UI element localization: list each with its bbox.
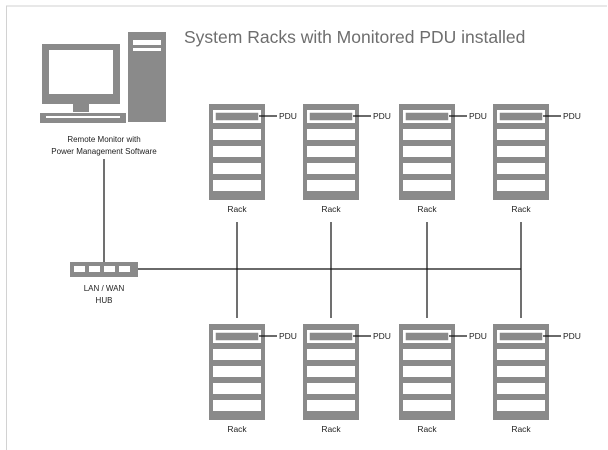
server-slot <box>307 383 355 394</box>
rack-bottom-2: PDU Rack <box>303 324 391 434</box>
hub-label-line2: HUB <box>96 296 113 305</box>
diagram-frame <box>6 5 607 450</box>
server-slot <box>213 180 261 191</box>
pdu-unit <box>404 111 450 122</box>
rack-top-2: PDU Rack <box>303 104 391 214</box>
rack-bottom-4: PDU Rack <box>493 324 581 434</box>
rack-row-top: PDU Rack PDU Rack PDU Rack PDU Rack <box>209 104 581 214</box>
server-slot <box>307 349 355 360</box>
pdu-label: PDU <box>279 111 297 121</box>
rack-bottom-3: PDU Rack <box>399 324 487 434</box>
pdu-label: PDU <box>279 331 297 341</box>
server-slot <box>213 163 261 174</box>
rack-label: Rack <box>417 424 437 434</box>
rack-label: Rack <box>321 204 341 214</box>
diagram-title: System Racks with Monitored PDU installe… <box>184 27 525 47</box>
server-slot <box>213 129 261 140</box>
pdu-unit <box>214 111 260 122</box>
server-slot <box>403 180 451 191</box>
pdu-unit <box>498 331 544 342</box>
server-slot <box>307 366 355 377</box>
rack-top-1: PDU Rack <box>209 104 297 214</box>
server-slot <box>403 400 451 411</box>
pdu-label: PDU <box>373 331 391 341</box>
pdu-label: PDU <box>469 331 487 341</box>
pdu-label: PDU <box>563 111 581 121</box>
computer-caption-line1: Remote Monitor with <box>67 135 140 144</box>
rack-label: Rack <box>511 424 531 434</box>
computer-icon <box>40 32 166 123</box>
server-slot <box>213 146 261 157</box>
rack-label: Rack <box>227 424 247 434</box>
rack-label: Rack <box>417 204 437 214</box>
pdu-label: PDU <box>373 111 391 121</box>
pdu-unit <box>308 331 354 342</box>
server-slot <box>213 400 261 411</box>
rack-label: Rack <box>321 424 341 434</box>
server-slot <box>307 180 355 191</box>
server-slot <box>497 349 545 360</box>
pdu-unit <box>404 331 450 342</box>
pdu-unit <box>214 331 260 342</box>
server-slot <box>497 383 545 394</box>
server-slot <box>497 366 545 377</box>
pdu-unit <box>498 111 544 122</box>
rack-row-bottom: PDU Rack PDU Rack PDU Rack PDU Rack <box>209 324 581 434</box>
server-slot <box>307 146 355 157</box>
server-slot <box>213 349 261 360</box>
server-slot <box>213 366 261 377</box>
rack-label: Rack <box>227 204 247 214</box>
server-slot <box>403 366 451 377</box>
pdu-unit <box>308 111 354 122</box>
rack-top-3: PDU Rack <box>399 104 487 214</box>
server-slot <box>497 180 545 191</box>
server-slot <box>497 163 545 174</box>
server-slot <box>403 146 451 157</box>
rack-top-4: PDU Rack <box>493 104 581 214</box>
server-slot <box>497 400 545 411</box>
server-slot <box>307 129 355 140</box>
server-slot <box>403 129 451 140</box>
pdu-label: PDU <box>563 331 581 341</box>
pdu-label: PDU <box>469 111 487 121</box>
server-slot <box>403 383 451 394</box>
server-slot <box>403 163 451 174</box>
server-slot <box>307 163 355 174</box>
hub-label-line1: LAN / WAN <box>84 284 125 293</box>
server-slot <box>403 349 451 360</box>
rack-drop-cables <box>236 222 522 318</box>
server-slot <box>307 400 355 411</box>
hub-icon <box>70 262 138 277</box>
server-slot <box>497 129 545 140</box>
rack-label: Rack <box>511 204 531 214</box>
server-slot <box>213 383 261 394</box>
computer-caption-line2: Power Management Software <box>51 147 157 156</box>
rack-bottom-1: PDU Rack <box>209 324 297 434</box>
server-slot <box>497 146 545 157</box>
